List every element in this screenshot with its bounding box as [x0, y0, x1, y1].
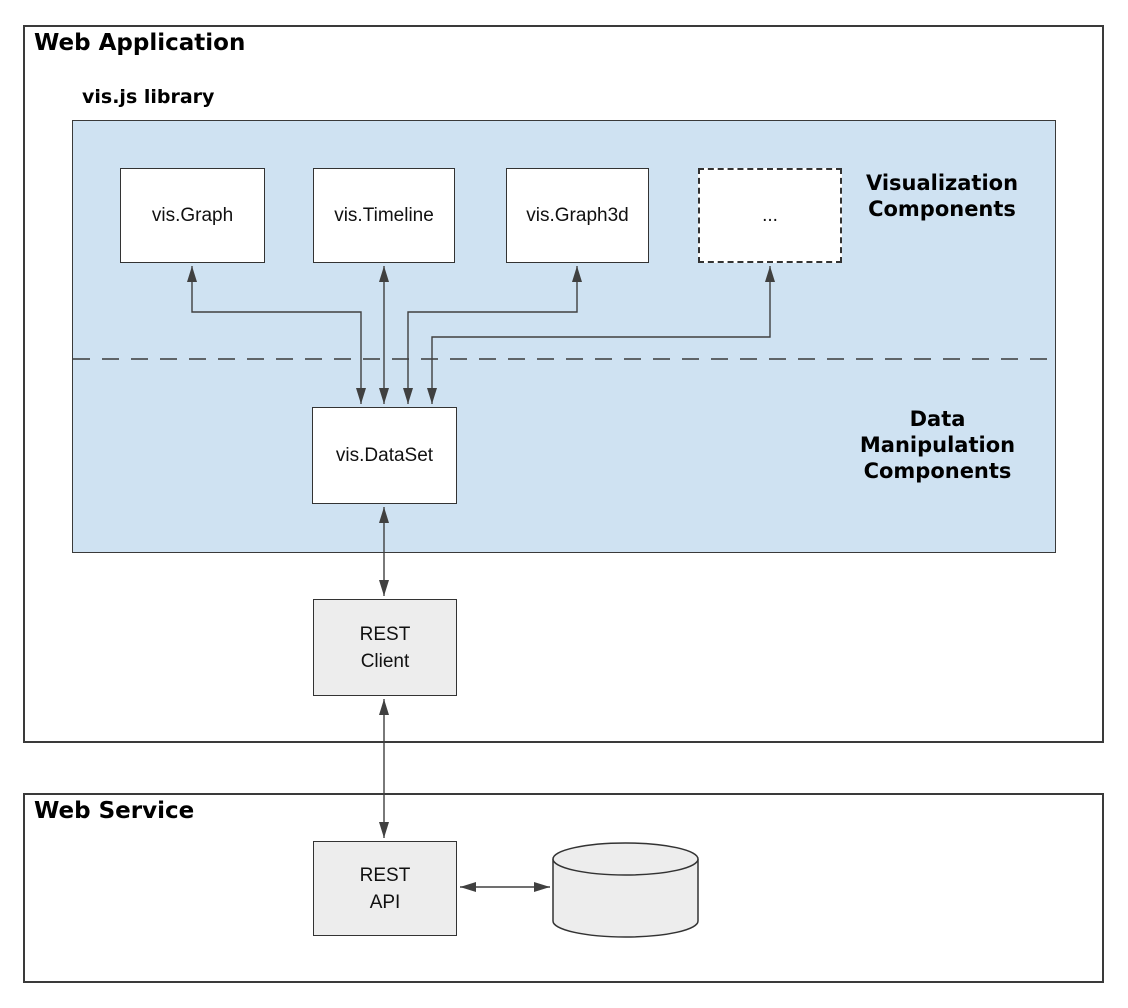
node-vis-timeline: vis.Timeline: [313, 168, 455, 263]
node-database-label: Data: [604, 882, 647, 905]
web-application-title: Web Application: [34, 30, 246, 56]
data-manipulation-components-label: Data Manipulation Components: [859, 407, 1016, 483]
visualization-components-label: Visualization Components: [865, 171, 1019, 221]
node-rest-api: REST API: [313, 841, 457, 936]
web-service-title: Web Service: [34, 798, 195, 824]
node-vis-graph3d: vis.Graph3d: [506, 168, 649, 263]
node-vis-graph: vis.Graph: [120, 168, 265, 263]
node-rest-client: REST Client: [313, 599, 457, 696]
visjs-library-title: vis.js library: [82, 86, 215, 108]
node-vis-dataset: vis.DataSet: [312, 407, 457, 504]
node-more-components: ...: [698, 168, 842, 263]
